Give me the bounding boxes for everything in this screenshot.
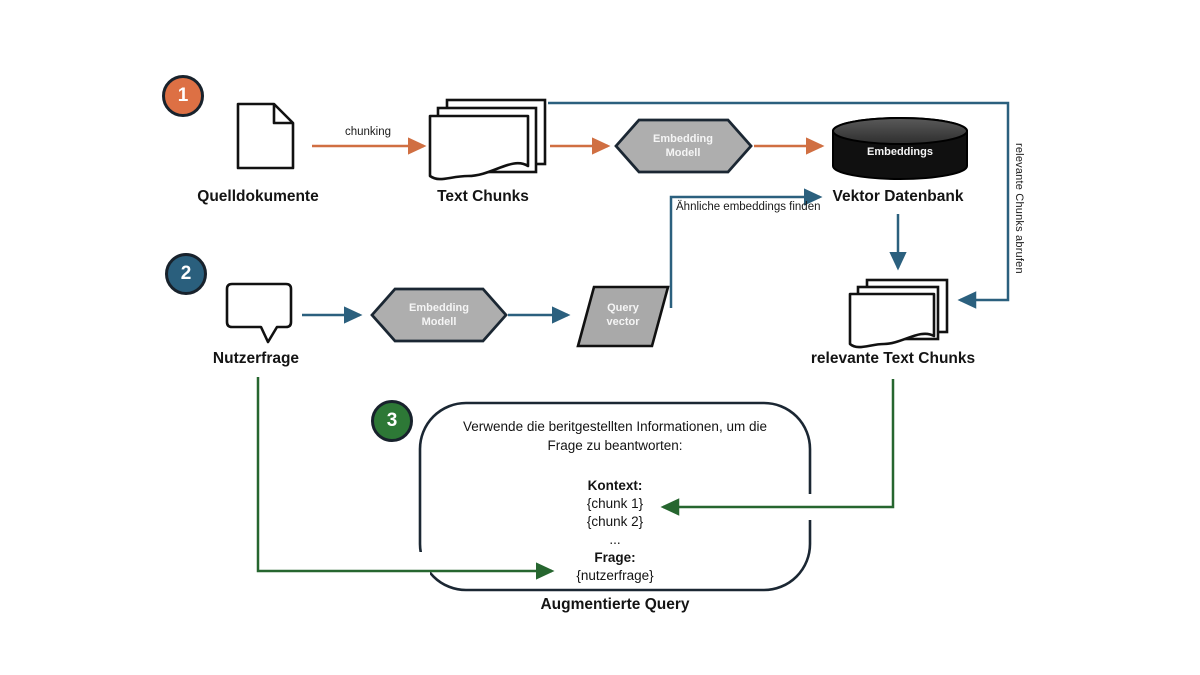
step-1-badge: 1 (162, 75, 204, 117)
prompt-nutzerfrage-value: {nutzerfrage} (576, 568, 654, 583)
connector-retrieve-relevant-chunks (548, 101, 1010, 309)
embedding-model-hexagon-1 (614, 118, 753, 174)
prompt-ellipsis: ... (609, 532, 621, 547)
connector-chunks-to-prompt (660, 379, 895, 516)
label-nutzerfrage: Nutzerfrage (212, 350, 300, 367)
label-vektor-datenbank: Vektor Datenbank (832, 188, 964, 205)
text-chunks-icon (428, 98, 547, 181)
label-chunking: chunking (344, 126, 392, 138)
step-3-badge: 3 (371, 400, 413, 442)
user-question-bubble-icon (225, 282, 293, 344)
augmented-query-prompt-text: Verwende die beritgestellten Information… (420, 417, 810, 585)
prompt-line-2: Frage zu beantworten: (547, 438, 683, 453)
label-query-vector: Query vector (606, 302, 640, 328)
prompt-frage-label: Frage: (594, 550, 636, 565)
label-text-chunks: Text Chunks (437, 188, 529, 205)
label-quelldokumente: Quelldokumente (197, 188, 319, 205)
prompt-chunk-1: {chunk 1} (586, 496, 644, 511)
prompt-kontext-label: Kontext: (587, 478, 643, 493)
label-relevante-text-chunks: relevante Text Chunks (810, 350, 976, 367)
vector-database-cylinder (832, 117, 968, 180)
relevant-text-chunks-icon (848, 278, 949, 349)
label-relevante-chunks-abrufen: relevante Chunks abrufen (1013, 143, 1025, 274)
label-aehnliche-embeddings: Ähnliche embeddings finden (676, 201, 821, 213)
connector-nutzerfrage-to-prompt (256, 377, 555, 580)
box-border-gap-left (412, 552, 430, 586)
step-2-badge: 2 (165, 253, 207, 295)
prompt-line-1: Verwende die beritgestellten Information… (463, 419, 767, 434)
label-augmentierte-query: Augmentierte Query (540, 596, 690, 613)
query-vector-parallelogram (576, 285, 670, 348)
connector-similar-embeddings (669, 188, 823, 308)
prompt-chunk-2: {chunk 2} (586, 514, 644, 529)
label-embedding-modell-1: Embedding Modell (653, 133, 713, 159)
embedding-model-hexagon-2 (370, 287, 508, 343)
label-embeddings: Embeddings (866, 146, 933, 158)
source-document-icon (236, 102, 295, 170)
label-embedding-modell-2: Embedding Modell (409, 302, 469, 328)
